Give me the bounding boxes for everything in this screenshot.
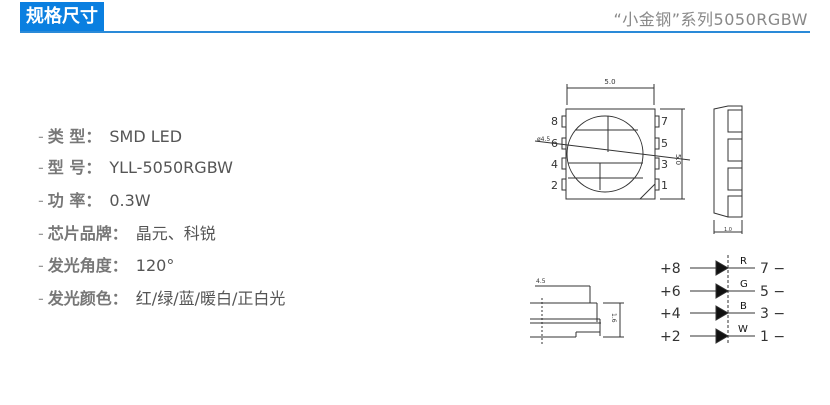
spec-row-type: -类 型：SMD LED — [38, 127, 183, 146]
dim-height: 5.0 — [674, 154, 682, 165]
pin-label: 1 — [661, 179, 668, 192]
pin-label: 7 — [661, 115, 668, 128]
label: +8 — [660, 261, 681, 277]
dim-profile-width: 4.5 — [536, 278, 546, 285]
spec-value: 晶元、科锐 — [135, 224, 216, 243]
spec-label: 发光角度： — [47, 256, 128, 275]
label: B — [740, 301, 747, 312]
spec-value: SMD LED — [109, 127, 183, 146]
label: 5 − — [760, 284, 785, 300]
pin-label: 8 — [551, 115, 558, 128]
label: 3 − — [760, 306, 785, 322]
label: W — [738, 324, 748, 335]
label: +4 — [660, 306, 681, 322]
spec-value: YLL-5050RGBW — [109, 158, 233, 177]
pin-label: 5 — [661, 137, 668, 150]
label: +2 — [660, 329, 681, 345]
spec-row-color: -发光颜色：红/绿/蓝/暖白/正白光 — [38, 289, 286, 308]
spec-label: 发光颜色： — [47, 289, 128, 308]
label: G — [740, 279, 748, 290]
pin-label: 4 — [551, 158, 558, 171]
pin-label: 2 — [551, 179, 558, 192]
dim-profile-height: 1.6 — [610, 313, 617, 323]
spec-label: 型 号： — [47, 158, 102, 177]
spec-value: 0.3W — [109, 191, 151, 210]
diode-row: +2 W 1 − — [660, 324, 785, 345]
section-title: 规格尺寸 — [20, 2, 104, 31]
label: R — [740, 256, 747, 267]
profile-view: 4.5 1.6 — [530, 278, 624, 345]
spec-label: 芯片品牌： — [47, 224, 128, 243]
diode-row: +8 R 7 − — [660, 256, 785, 277]
spec-label: 功 率： — [47, 191, 102, 210]
dim-lens: ø4.5 — [537, 136, 550, 143]
diode-row: +4 B 3 − — [660, 301, 785, 322]
label: 1 − — [760, 329, 785, 345]
dim-width: 5.0 — [604, 78, 615, 86]
circuit-diagram: +8 R 7 − +6 G 5 − +4 B 3 − +2 W 1 — [660, 255, 785, 345]
spec-value: 120° — [135, 256, 175, 275]
spec-row-chip-brand: -芯片品牌：晶元、科锐 — [38, 224, 216, 243]
header-divider — [20, 31, 810, 33]
pin-label: 3 — [661, 158, 668, 171]
label: +6 — [660, 284, 681, 300]
spec-value: 红/绿/蓝/暖白/正白光 — [135, 289, 286, 308]
spec-row-model: -型 号：YLL-5050RGBW — [38, 158, 233, 177]
spec-row-power: -功 率：0.3W — [38, 191, 151, 210]
label: 7 − — [760, 261, 785, 277]
dim-side: 1.0 — [724, 227, 732, 233]
spec-label: 类 型： — [47, 127, 102, 146]
pin-label: 6 — [551, 137, 558, 150]
diode-row: +6 G 5 − — [660, 279, 785, 300]
spec-row-angle: -发光角度：120° — [38, 256, 175, 275]
top-view: 5.0 5.0 ø4.5 8 6 4 2 7 5 3 1 — [534, 78, 691, 200]
side-view: 1.0 — [713, 105, 743, 234]
series-subtitle: “小金钢”系列5050RGBW — [613, 10, 808, 29]
